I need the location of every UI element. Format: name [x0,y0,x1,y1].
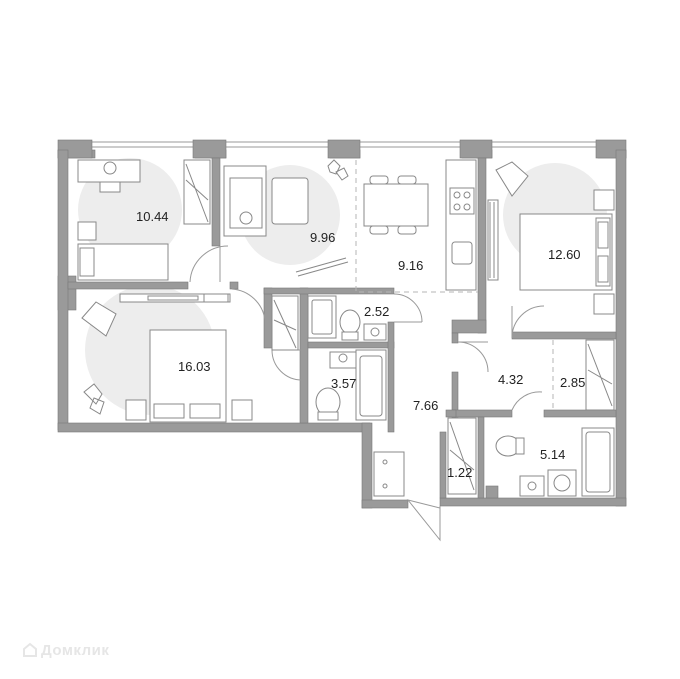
area-label-bathroom-left: 3.57 [331,376,356,391]
watermark-text: Домклик [41,642,110,659]
area-label-closet: 2.85 [560,375,585,390]
room-labels: 10.44 9.96 9.16 12.60 16.03 2.52 3.57 7.… [136,209,585,480]
area-label-bedroom-top-left: 10.44 [136,209,169,224]
area-label-corridor: 4.32 [498,372,523,387]
house-logo-icon [23,642,37,657]
area-label-bedroom-top-right: 12.60 [548,247,581,262]
area-label-bathroom-right: 5.14 [540,447,565,462]
area-label-living: 9.96 [310,230,335,245]
area-label-kitchen: 9.16 [398,258,423,273]
area-label-wc-small: 2.52 [364,304,389,319]
furniture [77,159,615,497]
area-label-storage: 1.22 [447,465,472,480]
walls [57,139,627,509]
zone-dividers [355,160,554,410]
watermark: Домклик [22,642,109,659]
area-label-bedroom-bottom-left: 16.03 [178,359,211,374]
area-label-hallway: 7.66 [413,398,438,413]
